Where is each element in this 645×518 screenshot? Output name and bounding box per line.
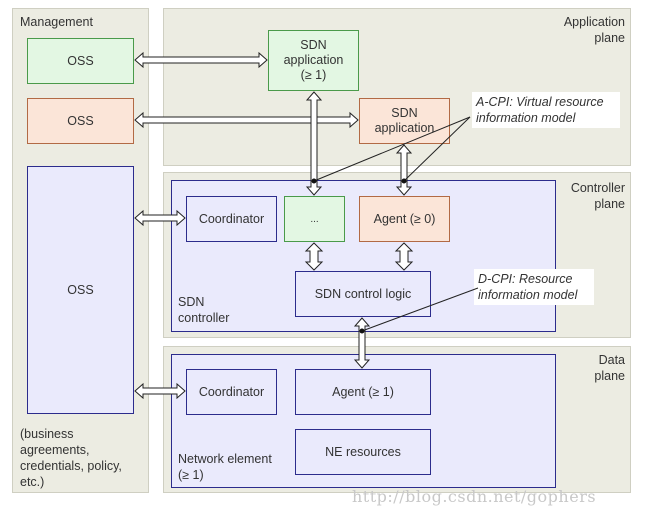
sdn-control-logic-label: SDN control logic (314, 286, 412, 301)
network-element-label-line1: Network element (178, 452, 272, 466)
oss-green-label: OSS (67, 53, 94, 68)
ne-agent-label: Agent (≥ 1) (332, 384, 394, 399)
controller-agent-box[interactable]: Agent (≥ 0) (359, 196, 450, 242)
a-cpi-line2: information model (476, 111, 576, 125)
ne-coordinator-label: Coordinator (198, 384, 265, 399)
a-cpi-line1: A-CPI: Virtual resource (476, 95, 604, 109)
sdn-application-orange-box[interactable]: SDN application (359, 98, 450, 144)
ne-coordinator-box[interactable]: Coordinator (186, 369, 277, 415)
oss-blue-label: OSS (67, 282, 94, 297)
application-plane-label-line2: plane (594, 31, 625, 45)
controller-plane-label-line1: Controller (570, 181, 625, 195)
ne-resources-label: NE resources (325, 444, 401, 459)
ne-resources-box[interactable]: NE resources (295, 429, 431, 475)
controller-ellipsis-box[interactable]: ... (284, 196, 345, 242)
sdn-app-green-line3: (≥ 1) (300, 68, 327, 82)
sdn-controller-label-line2: controller (178, 311, 230, 325)
d-cpi-callout: D-CPI: Resource information model (474, 269, 594, 305)
oss-green-box[interactable]: OSS (27, 38, 134, 84)
sdn-app-orange-line2: application (374, 121, 435, 135)
controller-coordinator-label: Coordinator (198, 211, 265, 226)
sdn-controller-label: SDN controller (178, 294, 229, 326)
controller-coordinator-box[interactable]: Coordinator (186, 196, 277, 242)
oss-orange-label: OSS (67, 113, 94, 128)
application-plane-label-line1: Application (563, 15, 625, 29)
sdn-app-green-line1: SDN (300, 38, 327, 52)
d-cpi-line1: D-CPI: Resource (478, 272, 573, 286)
controller-agent-label: Agent (≥ 0) (373, 211, 436, 226)
application-plane-label: Application plane (564, 14, 625, 46)
sdn-app-green-line2: application (283, 53, 344, 67)
network-element-label: Network element (≥ 1) (178, 451, 272, 483)
oss-orange-box[interactable]: OSS (27, 98, 134, 144)
management-plane-label: Management (20, 15, 93, 29)
sdn-control-logic-box[interactable]: SDN control logic (295, 271, 431, 317)
management-note: (business agreements, credentials, polic… (20, 427, 122, 489)
sdn-controller-label-line1: SDN (178, 295, 205, 309)
sdn-app-orange-line1: SDN (391, 106, 418, 120)
oss-blue-box[interactable]: OSS (27, 166, 134, 414)
ne-agent-box[interactable]: Agent (≥ 1) (295, 369, 431, 415)
network-element-label-line2: (≥ 1) (178, 468, 204, 482)
controller-plane-label-line2: plane (594, 197, 625, 211)
a-cpi-callout: A-CPI: Virtual resource information mode… (472, 92, 620, 128)
controller-ellipsis-label: ... (310, 213, 319, 225)
data-plane-label-line1: Data (598, 353, 625, 367)
data-plane-label-line2: plane (594, 369, 625, 383)
controller-plane-label: Controller plane (571, 180, 625, 212)
data-plane-label: Data plane (594, 352, 625, 384)
sdn-application-green-box[interactable]: SDN application (≥ 1) (268, 30, 359, 91)
d-cpi-line2: information model (478, 288, 578, 302)
watermark: http://blog.csdn.net/gophers (352, 487, 597, 506)
